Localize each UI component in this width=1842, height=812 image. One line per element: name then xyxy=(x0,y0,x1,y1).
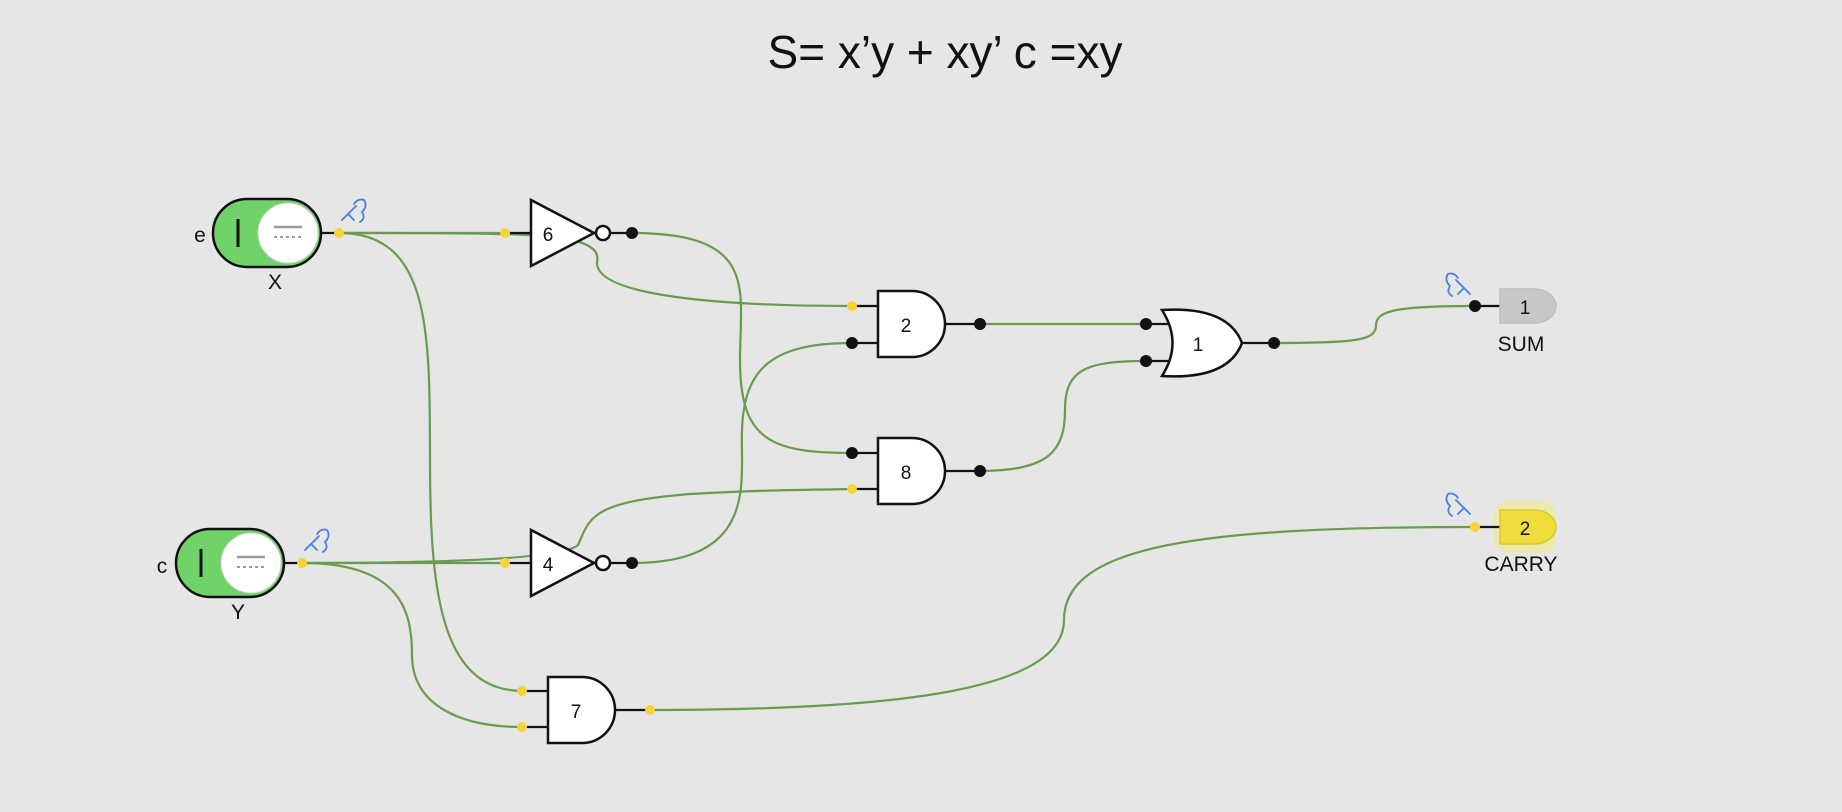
pin-and8-out[interactable] xyxy=(974,465,986,477)
probe-icon[interactable] xyxy=(341,198,367,223)
pin-and8-in-b[interactable] xyxy=(847,484,857,494)
switch-x-key-label: e xyxy=(194,224,206,247)
pin-carry-in[interactable] xyxy=(1470,522,1480,532)
pin-and7-in-b[interactable] xyxy=(517,722,527,732)
and-gate-2-body[interactable] xyxy=(876,289,947,359)
or-gate-1[interactable]: 1 xyxy=(1146,308,1274,378)
carry-label: CARRY xyxy=(1484,553,1557,576)
wire-or1-to-sum[interactable] xyxy=(1273,304,1476,345)
not-gate-4[interactable]: 4 xyxy=(505,527,632,599)
and-gate-8-label: 8 xyxy=(901,463,912,484)
pin-x-out[interactable] xyxy=(334,228,344,238)
switch-x[interactable]: e X xyxy=(194,197,339,294)
or-gate-1-body[interactable] xyxy=(1159,308,1244,378)
and-gate-7-body[interactable] xyxy=(546,675,617,745)
switch-x-name: X xyxy=(268,271,282,294)
pin-not4-out[interactable] xyxy=(626,557,638,569)
switch-y-name: Y xyxy=(231,601,245,624)
not-gate-6[interactable]: 6 xyxy=(505,197,632,269)
pin-or1-in-b[interactable] xyxy=(1140,355,1152,367)
probe-icon[interactable] xyxy=(1445,272,1471,297)
wire-x-to-and7[interactable] xyxy=(338,231,523,693)
pin-and2-in-b[interactable] xyxy=(846,337,858,349)
wires xyxy=(301,231,1476,729)
switch-y[interactable]: c Y xyxy=(157,527,302,624)
pin-y-out[interactable] xyxy=(297,558,307,568)
wire-x-to-and2[interactable] xyxy=(338,231,853,308)
probe-icon[interactable] xyxy=(1445,492,1471,517)
inverter-bubble-icon xyxy=(594,554,612,572)
wire-and7-to-carry[interactable] xyxy=(649,525,1476,712)
wire-y-to-and7[interactable] xyxy=(301,561,523,729)
sum-output-led[interactable]: 1 SUM xyxy=(1475,288,1557,356)
switch-y-key-label: c xyxy=(157,555,168,578)
inverter-bubble-icon xyxy=(594,224,612,242)
pin-not6-in[interactable] xyxy=(500,228,510,238)
and-gate-7-label: 7 xyxy=(571,702,582,723)
not-gate-6-body[interactable] xyxy=(529,197,597,269)
switch-y-knob[interactable] xyxy=(220,532,282,594)
sum-led-body[interactable] xyxy=(1499,288,1557,324)
and-gate-8[interactable]: 8 xyxy=(852,436,980,506)
carry-led-body[interactable] xyxy=(1499,509,1557,545)
probe-icon[interactable] xyxy=(304,528,330,553)
pin-sum-in[interactable] xyxy=(1469,300,1481,312)
pin-and7-out[interactable] xyxy=(645,705,655,715)
and-gate-8-body[interactable] xyxy=(876,436,947,506)
and-gate-2-label: 2 xyxy=(901,316,912,337)
wire-not4-to-and2[interactable] xyxy=(631,341,853,565)
pin-or1-out[interactable] xyxy=(1268,337,1280,349)
pin-and7-in-a[interactable] xyxy=(517,686,527,696)
sum-label: SUM xyxy=(1498,333,1545,356)
equation-title: S= x’y + xy’ c =xy xyxy=(768,26,1123,78)
pin-not6-out[interactable] xyxy=(626,227,638,239)
carry-led-id: 2 xyxy=(1520,519,1531,540)
and-gate-7[interactable]: 7 xyxy=(522,675,650,745)
switch-x-knob[interactable] xyxy=(257,202,319,264)
not-gate-6-label: 6 xyxy=(543,225,554,246)
and-gate-2[interactable]: 2 xyxy=(852,289,980,359)
wire-not6-to-and8[interactable] xyxy=(631,231,853,455)
pin-not4-in[interactable] xyxy=(500,558,510,568)
wire-y-to-and8[interactable] xyxy=(301,487,853,565)
wire-and8-to-or1[interactable] xyxy=(979,359,1147,473)
carry-output-led[interactable]: 2 CARRY xyxy=(1475,501,1558,576)
or-gate-1-label: 1 xyxy=(1193,335,1204,356)
not-gate-4-body[interactable] xyxy=(529,527,597,599)
pin-and2-in-a[interactable] xyxy=(847,301,857,311)
sum-led-id: 1 xyxy=(1520,298,1531,319)
pin-or1-in-a[interactable] xyxy=(1140,318,1152,330)
not-gate-4-label: 4 xyxy=(543,555,554,576)
pins xyxy=(297,227,1481,732)
pin-and8-in-a[interactable] xyxy=(846,447,858,459)
pin-and2-out[interactable] xyxy=(974,318,986,330)
